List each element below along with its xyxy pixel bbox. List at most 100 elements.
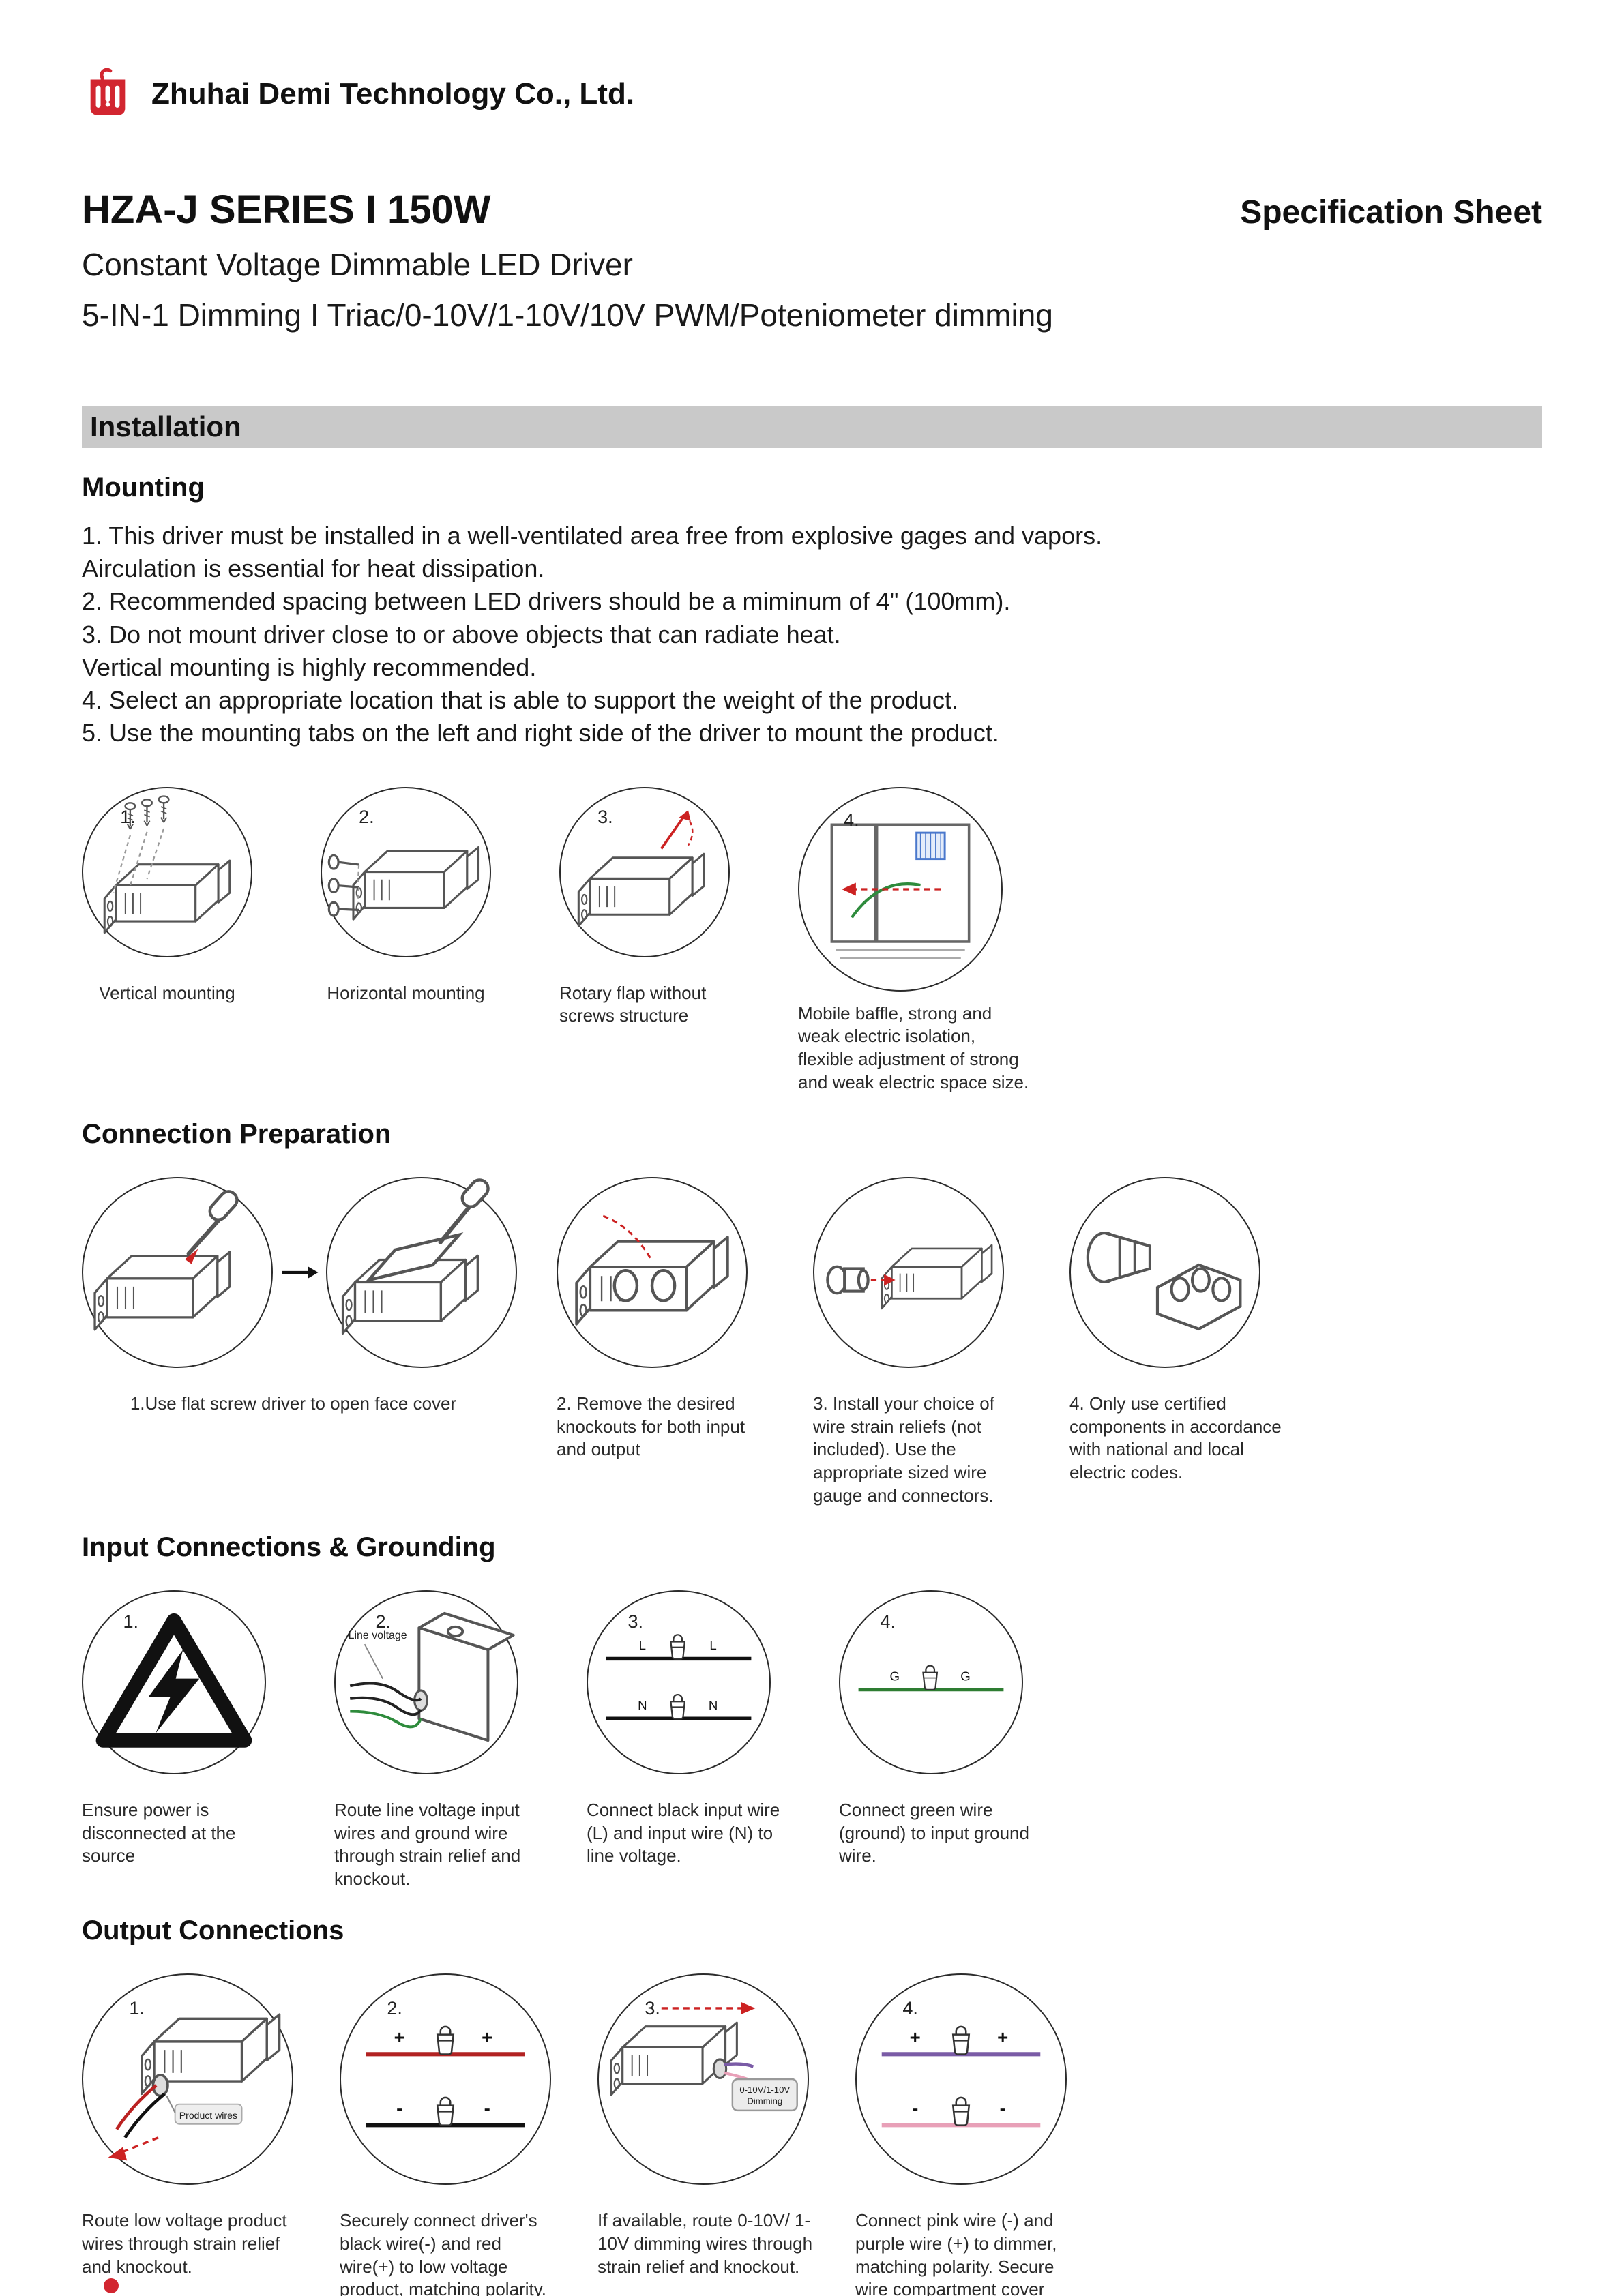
- product-subtitle: Constant Voltage Dimmable LED Driver: [82, 247, 633, 282]
- page-header: Zhuhai Demi Technology Co., Ltd.: [82, 65, 1542, 123]
- fig-vertical-mounting: 1. Vertical mounting: [82, 786, 286, 1005]
- output-polarity-wiring-diagram: + + - -: [366, 2025, 525, 2128]
- product-wires-label: Product wires: [179, 2110, 237, 2121]
- polarity-plus: +: [394, 2027, 405, 2048]
- wire-label-l: L: [639, 1638, 646, 1652]
- figure-number: 1.: [120, 806, 136, 827]
- rotary-flap-diagram: [577, 809, 705, 927]
- figure-circle: [813, 1176, 1004, 1368]
- dimming-subtitle: 5-IN-1 Dimming I Triac/0-10V/1-10V/10V P…: [82, 297, 1053, 333]
- fig-remove-knockouts: 2. Remove the desired knockouts for both…: [557, 1176, 775, 1461]
- figure-caption: Horizontal mounting: [327, 982, 485, 1003]
- warning-triangle-icon: [95, 1613, 252, 1748]
- wire-label-n: N: [709, 1698, 718, 1712]
- figure-circle: 1.: [82, 1590, 266, 1774]
- arrow-right-icon: [282, 1266, 319, 1279]
- figure-circle: [326, 1176, 517, 1368]
- certified-components-diagram: [1086, 1231, 1242, 1330]
- figure-caption: 1.Use flat screw driver to open face cov…: [130, 1392, 457, 1414]
- dimming-label-line1: 0-10V/1-10V: [739, 2085, 790, 2095]
- fig-strain-reliefs: 3. Install your choice of wire strain re…: [813, 1176, 1031, 1508]
- instruction-line: 2. Recommended spacing between LED drive…: [82, 587, 1011, 616]
- fig-route-dimming-wires: 3. 0-10V/1-10V Dimming If available, rou…: [597, 1973, 823, 2278]
- figure-number: 3.: [645, 1997, 660, 2018]
- figure-circle: 3.: [559, 786, 730, 957]
- connection-preparation-heading: Connection Preparation: [82, 1118, 392, 1149]
- mounting-section: Mounting 1. This driver must be installe…: [82, 448, 1542, 1094]
- sheet-type-label: Specification Sheet: [1240, 194, 1542, 230]
- figure-number: 1.: [123, 1611, 139, 1632]
- title-block: HZA-J SERIES I 150W Specification Sheet: [82, 187, 1542, 233]
- fig-route-product-wires: 1. Product wires Route low voltage produ…: [82, 1973, 307, 2278]
- instruction-line: Vertical mounting is highly recommended.: [82, 653, 537, 681]
- polarity-minus: -: [484, 2098, 490, 2119]
- knockouts-diagram: [575, 1214, 729, 1326]
- company-name: Zhuhai Demi Technology Co., Ltd.: [151, 77, 635, 110]
- figure-circle: 2. Line voltage: [334, 1590, 518, 1774]
- figure-caption: If available, route 0-10V/ 1-10V dimming…: [597, 2210, 813, 2277]
- figure-circle: 1.: [82, 786, 252, 957]
- cover-opened-diagram: [341, 1178, 490, 1335]
- figure-circle: 2.: [321, 786, 491, 957]
- mobile-baffle-diagram: [830, 823, 971, 959]
- dimming-wires-routing-diagram: 0-10V/1-10V Dimming: [610, 2001, 798, 2112]
- mounting-figures: 1. Vertical mounting: [82, 786, 1542, 1094]
- next-page-logo-peek: [104, 2278, 119, 2293]
- dimmer-polarity-wiring-diagram: + + - -: [881, 2025, 1041, 2128]
- fig-route-line-voltage: 2. Line voltage: [334, 1590, 539, 1891]
- input-connections-heading: Input Connections & Grounding: [82, 1532, 496, 1562]
- figure-circle: 2. + + - -: [340, 1973, 551, 2185]
- polarity-plus: +: [482, 2027, 492, 2048]
- figure-circle: [1069, 1176, 1260, 1368]
- figure-caption: Vertical mounting: [99, 982, 235, 1003]
- polarity-minus: -: [1000, 2098, 1006, 2119]
- figure-caption: Rotary flap without screws structure: [559, 982, 707, 1026]
- fig-connect-dimmer-wires: 4. + + - - Connect pink wire (-) and pur…: [855, 1973, 1080, 2296]
- figure-caption: Securely connect driver's black wire(-) …: [340, 2210, 546, 2296]
- installation-section-bar: Installation: [82, 406, 1542, 448]
- polarity-plus: +: [910, 2027, 921, 2048]
- line-voltage-label: Line voltage: [349, 1630, 407, 1641]
- figure-circle: 1. Product wires: [82, 1973, 293, 2185]
- figure-caption: Mobile baffle, strong and weak electric …: [798, 1002, 1029, 1093]
- figure-circle: 3. 0-10V/1-10V Dimming: [597, 1973, 809, 2185]
- horizontal-mounting-diagram: [327, 846, 480, 921]
- figure-caption: Route line voltage input wires and groun…: [334, 1799, 521, 1890]
- figure-number: 4.: [902, 1997, 918, 2018]
- open-cover-pair: [82, 1176, 518, 1368]
- instruction-line: 3. Do not mount driver close to or above…: [82, 620, 841, 648]
- fig-open-face-cover: 1.Use flat screw driver to open face cov…: [82, 1176, 518, 1416]
- figure-number: 3.: [597, 806, 613, 827]
- preparation-figures: 1.Use flat screw driver to open face cov…: [82, 1176, 1542, 1508]
- figure-number: 1.: [129, 1997, 145, 2018]
- polarity-plus: +: [997, 2027, 1008, 2048]
- connection-preparation-section: Connection Preparation: [82, 1094, 1542, 1508]
- fig-connect-line-neutral: 3. L L N N Connect black input wire (L) …: [587, 1590, 791, 1868]
- fig-mobile-baffle: 4. Mobile baffle, strong an: [798, 786, 1044, 1094]
- product-title: HZA-J SERIES I 150W: [82, 188, 491, 232]
- product-wires-routing-diagram: Product wires: [108, 2013, 281, 2161]
- figure-number: 4.: [844, 810, 859, 831]
- figure-caption: 3. Install your choice of wire strain re…: [813, 1392, 994, 1506]
- figure-number: 2.: [375, 1611, 392, 1632]
- figure-number: 3.: [628, 1611, 644, 1632]
- line-voltage-routing-diagram: Line voltage: [349, 1611, 515, 1742]
- figure-circle: 4. + + - -: [855, 1973, 1067, 2185]
- figure-caption: 2. Remove the desired knockouts for both…: [557, 1392, 745, 1460]
- figure-caption: Connect black input wire (L) and input w…: [587, 1799, 780, 1866]
- wire-label-g: G: [960, 1669, 970, 1683]
- output-connections-section: Output Connections 1. Product wires: [82, 1891, 1542, 2296]
- figure-circle: 3. L L N N: [587, 1590, 771, 1774]
- fig-horizontal-mounting: 2. Horizontal mountin: [321, 786, 525, 1005]
- output-connections-heading: Output Connections: [82, 1915, 344, 1945]
- instruction-line: 5. Use the mounting tabs on the left and…: [82, 719, 999, 747]
- fig-connect-output-polarity: 2. + + - - Securely connect driver's bla…: [340, 1973, 565, 2296]
- fig-certified-components: 4. Only use certified components in acco…: [1069, 1176, 1288, 1485]
- figure-number: 2.: [387, 1997, 402, 2018]
- figure-caption: Ensure power is disconnected at the sour…: [82, 1799, 236, 1866]
- instruction-line: 1. This driver must be installed in a we…: [82, 522, 1103, 550]
- figure-number: 2.: [359, 806, 374, 827]
- polarity-minus: -: [396, 2098, 402, 2119]
- fig-rotary-flap: 3. Rotary flap without screws structure: [559, 786, 764, 1028]
